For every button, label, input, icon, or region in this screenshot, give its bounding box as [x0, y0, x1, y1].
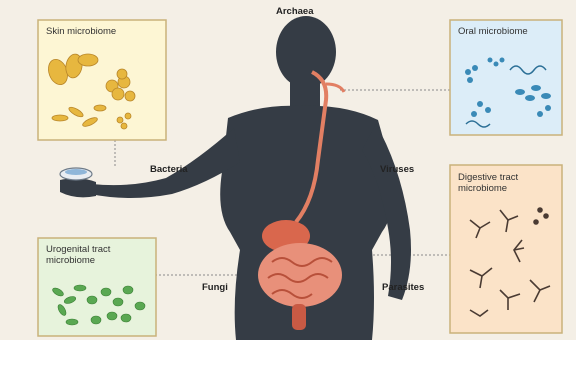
parasites-label: Parasites — [382, 282, 424, 293]
bacteria-label: Bacteria — [150, 164, 188, 175]
archaea-label: Archaea — [276, 6, 314, 17]
oral-panel-title: Oral microbiome — [458, 26, 528, 37]
viruses-label: Viruses — [380, 164, 414, 175]
panel-oral-bg — [450, 20, 562, 135]
skin-panel-title: Skin microbiome — [46, 26, 116, 37]
urogenital-panel-title: Urogenital tract microbiome — [46, 244, 110, 266]
petri-dish-icon — [60, 168, 92, 180]
digestive-panel-title: Digestive tract microbiome — [458, 172, 518, 194]
fungi-label: Fungi — [202, 282, 228, 293]
bottom-band — [0, 340, 576, 360]
